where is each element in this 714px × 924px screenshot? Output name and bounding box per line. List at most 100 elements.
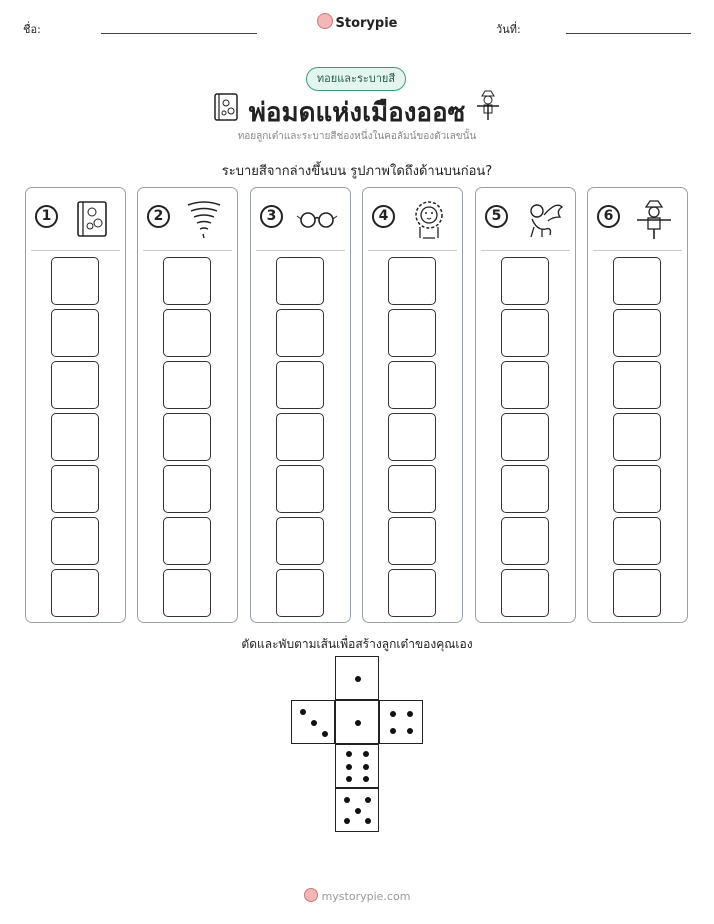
dice-pip: [363, 763, 370, 770]
color-box[interactable]: [613, 569, 661, 617]
color-box[interactable]: [388, 361, 436, 409]
column-number: 1: [35, 205, 58, 228]
storypie-logo-icon: [303, 888, 318, 902]
color-box[interactable]: [388, 257, 436, 305]
column-2: 2: [137, 187, 238, 623]
dice-instruction: ตัดและพับตามเส้นเพื่อสร้างลูกเต๋าของคุณเ…: [241, 637, 473, 651]
dice-pip: [389, 728, 396, 735]
color-box[interactable]: [388, 309, 436, 357]
column-divider: [143, 250, 232, 251]
dice-pip: [321, 730, 328, 737]
color-box[interactable]: [613, 517, 661, 565]
dice-face-1: [335, 656, 379, 700]
color-box[interactable]: [276, 309, 324, 357]
dice-pip: [299, 708, 306, 715]
column-4: 4: [362, 187, 463, 623]
dice-pip: [345, 763, 352, 770]
book-icon: [77, 201, 107, 237]
scarecrow-icon: [637, 200, 671, 239]
color-box[interactable]: [276, 569, 324, 617]
color-box[interactable]: [51, 569, 99, 617]
color-box[interactable]: [163, 465, 211, 513]
color-box[interactable]: [276, 413, 324, 461]
color-box[interactable]: [163, 569, 211, 617]
color-box[interactable]: [388, 413, 436, 461]
color-box[interactable]: [51, 465, 99, 513]
dice-pip: [354, 719, 361, 726]
date-label: วันที่:: [496, 23, 521, 36]
dice-pip: [364, 797, 371, 804]
scarecrow-icon: [477, 90, 499, 120]
color-box[interactable]: [613, 413, 661, 461]
page-subtitle: ทอยลูกเต๋าและระบายสีช่องหนึ่งในคอลัมน์ขอ…: [237, 131, 477, 142]
color-box[interactable]: [388, 517, 436, 565]
color-box[interactable]: [163, 413, 211, 461]
dice-pip: [363, 751, 370, 758]
activity-badge: ทอยและระบายสี: [306, 67, 406, 91]
color-box[interactable]: [51, 309, 99, 357]
page-title: พ่อมดแห่งเมืองออซ: [248, 98, 466, 128]
dice-face-1: [335, 700, 379, 744]
color-box[interactable]: [613, 309, 661, 357]
column-3: 3: [250, 187, 351, 623]
book-icon: [214, 93, 238, 121]
footer-brand: mystorypie.com: [0, 888, 714, 903]
color-box[interactable]: [501, 465, 549, 513]
dice-pip: [344, 797, 351, 804]
color-box[interactable]: [163, 517, 211, 565]
color-box[interactable]: [51, 517, 99, 565]
color-box[interactable]: [276, 465, 324, 513]
flying-monkey-icon: [530, 204, 564, 238]
dice-pip: [345, 775, 352, 782]
dice-pip: [389, 710, 396, 717]
dice-face-3: [291, 700, 335, 744]
color-box[interactable]: [613, 361, 661, 409]
column-divider: [593, 250, 682, 251]
color-box[interactable]: [501, 361, 549, 409]
color-box[interactable]: [388, 465, 436, 513]
column-number: 6: [597, 205, 620, 228]
color-box[interactable]: [163, 361, 211, 409]
color-box[interactable]: [501, 517, 549, 565]
color-box[interactable]: [51, 361, 99, 409]
name-label: ชื่อ:: [23, 23, 41, 36]
column-divider: [31, 250, 120, 251]
name-line: [101, 33, 257, 34]
color-box[interactable]: [163, 257, 211, 305]
dice-pip: [407, 710, 414, 717]
color-box[interactable]: [388, 569, 436, 617]
date-line: [566, 33, 691, 34]
dice-face-5: [335, 788, 379, 832]
tornado-icon: [187, 201, 221, 239]
color-box[interactable]: [501, 569, 549, 617]
color-box[interactable]: [51, 413, 99, 461]
color-box[interactable]: [276, 517, 324, 565]
storypie-logo-icon: [316, 13, 333, 29]
question-text: ระบายสีจากล่างขึ้นบน รูปภาพใดถึงด้านบนก่…: [221, 164, 493, 179]
color-box[interactable]: [501, 257, 549, 305]
color-box[interactable]: [276, 361, 324, 409]
lion-icon: [415, 201, 443, 239]
color-box[interactable]: [501, 309, 549, 357]
column-divider: [368, 250, 457, 251]
dice-pip: [310, 719, 317, 726]
dice-pip: [354, 675, 361, 682]
column-divider: [481, 250, 570, 251]
color-box[interactable]: [276, 257, 324, 305]
color-box[interactable]: [613, 465, 661, 513]
color-box[interactable]: [51, 257, 99, 305]
color-box[interactable]: [163, 309, 211, 357]
dice-pip: [344, 817, 351, 824]
column-number: 2: [147, 205, 170, 228]
dice-pip: [364, 817, 371, 824]
color-box[interactable]: [613, 257, 661, 305]
column-5: 5: [475, 187, 576, 623]
column-number: 4: [372, 205, 395, 228]
dice-pip: [354, 807, 361, 814]
dice-face-6: [335, 744, 379, 788]
dice-face-4: [379, 700, 423, 744]
dice-pip: [363, 775, 370, 782]
color-box[interactable]: [501, 413, 549, 461]
column-6: 6: [587, 187, 688, 623]
column-1: 1: [25, 187, 126, 623]
